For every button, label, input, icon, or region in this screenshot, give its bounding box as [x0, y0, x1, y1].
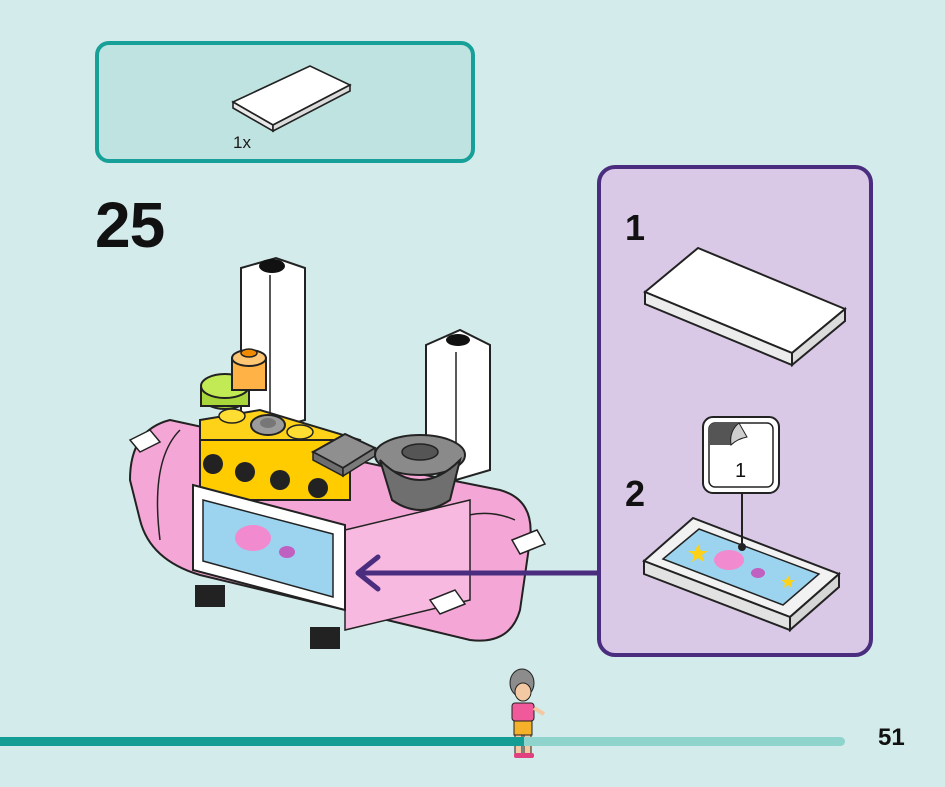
sticker-number: 1 — [735, 460, 747, 482]
sub-step-2-number: 2 — [625, 473, 646, 514]
white-tile-part-icon — [643, 246, 847, 368]
page-progress-fill — [0, 737, 524, 746]
sub-assembly-callout: 1 2 1 — [597, 165, 873, 657]
step-number: 25 — [95, 189, 165, 261]
part-quantity: 1x — [233, 133, 251, 152]
sub-step-1-number: 1 — [625, 207, 646, 248]
decorated-tile-part-icon — [642, 489, 841, 633]
page-number: 51 — [878, 724, 905, 751]
parts-list-callout: 1x — [95, 41, 475, 163]
white-tile-part-icon — [231, 65, 352, 133]
sticker-sheet-icon — [702, 416, 780, 494]
page-progress-bar — [0, 737, 845, 746]
